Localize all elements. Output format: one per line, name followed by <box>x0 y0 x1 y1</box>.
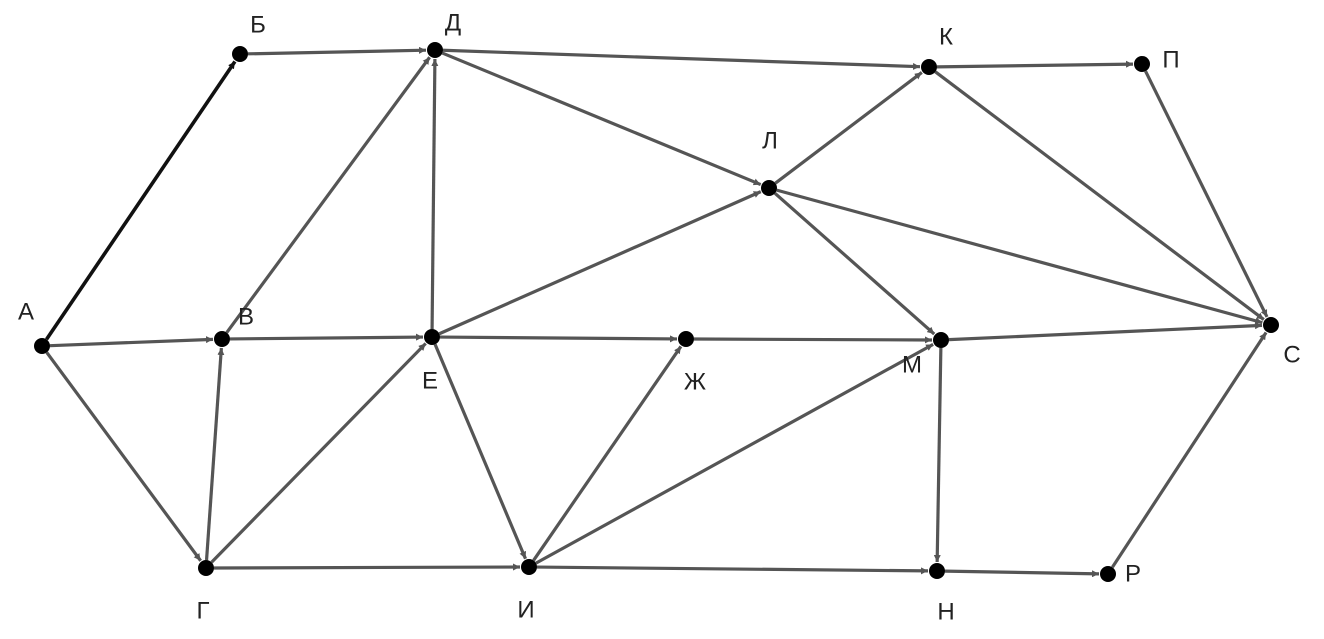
edge-m-n <box>933 347 943 563</box>
edge-r-s <box>1111 331 1268 569</box>
node-d <box>427 42 443 58</box>
node-label-b: Б <box>250 11 266 38</box>
node-label-zh: Ж <box>684 368 706 395</box>
node-label-p: П <box>1162 46 1179 73</box>
node-label-i: И <box>517 596 534 623</box>
edge-i-zh <box>532 345 683 562</box>
edge-v-e <box>229 333 424 341</box>
edge-a-g <box>45 351 202 562</box>
node-label-s: С <box>1283 341 1300 368</box>
edge-l-k <box>774 71 923 185</box>
edge-a-b <box>44 60 237 341</box>
edge-e-l <box>438 190 762 336</box>
edge-b-d <box>247 46 427 56</box>
edge-e-zh <box>439 335 678 343</box>
edge-g-e <box>210 342 427 564</box>
edge-a-v <box>49 336 214 348</box>
edge-k-s <box>934 70 1265 321</box>
edge-i-n <box>536 565 929 575</box>
node-label-l: Л <box>762 127 778 154</box>
node-label-a: А <box>18 298 34 325</box>
node-k <box>921 59 937 75</box>
node-s <box>1263 317 1279 333</box>
node-label-r: Р <box>1125 560 1141 587</box>
node-label-m: М <box>902 351 922 378</box>
node-i <box>521 559 537 575</box>
node-v <box>214 331 230 347</box>
node-label-e: Е <box>422 367 438 394</box>
node-p <box>1134 56 1150 72</box>
edge-e-i <box>433 343 527 560</box>
edge-n-r <box>944 569 1100 578</box>
node-label-n: Н <box>937 598 954 625</box>
edges-layer <box>44 46 1269 578</box>
edge-g-v <box>204 347 225 561</box>
node-zh <box>678 331 694 347</box>
edge-p-s <box>1144 70 1269 318</box>
node-m <box>933 332 949 348</box>
edge-l-m <box>773 192 936 336</box>
node-b <box>232 46 248 62</box>
edge-k-p <box>936 60 1134 69</box>
node-label-v: В <box>238 303 254 330</box>
nodes-layer <box>34 42 1279 582</box>
node-label-g: Г <box>197 597 210 624</box>
edge-i-m <box>535 342 934 565</box>
node-n <box>929 563 945 579</box>
labels-layer: А Б В Г Д Е Ж И К Л М Н П Р С <box>18 9 1301 625</box>
edge-d-l <box>441 51 762 187</box>
node-e <box>424 329 440 345</box>
edge-d-k <box>442 48 921 70</box>
edge-l-s <box>776 188 1263 325</box>
node-label-k: К <box>939 23 953 50</box>
edge-zh-m <box>693 336 933 344</box>
node-r <box>1100 566 1116 582</box>
edge-v-d <box>225 56 431 334</box>
edge-m-s <box>948 322 1263 342</box>
edge-e-d <box>430 58 439 330</box>
node-a <box>34 338 50 354</box>
node-l <box>761 180 777 196</box>
node-label-d: Д <box>445 9 461 36</box>
node-g <box>198 560 214 576</box>
edge-g-i <box>213 563 521 571</box>
